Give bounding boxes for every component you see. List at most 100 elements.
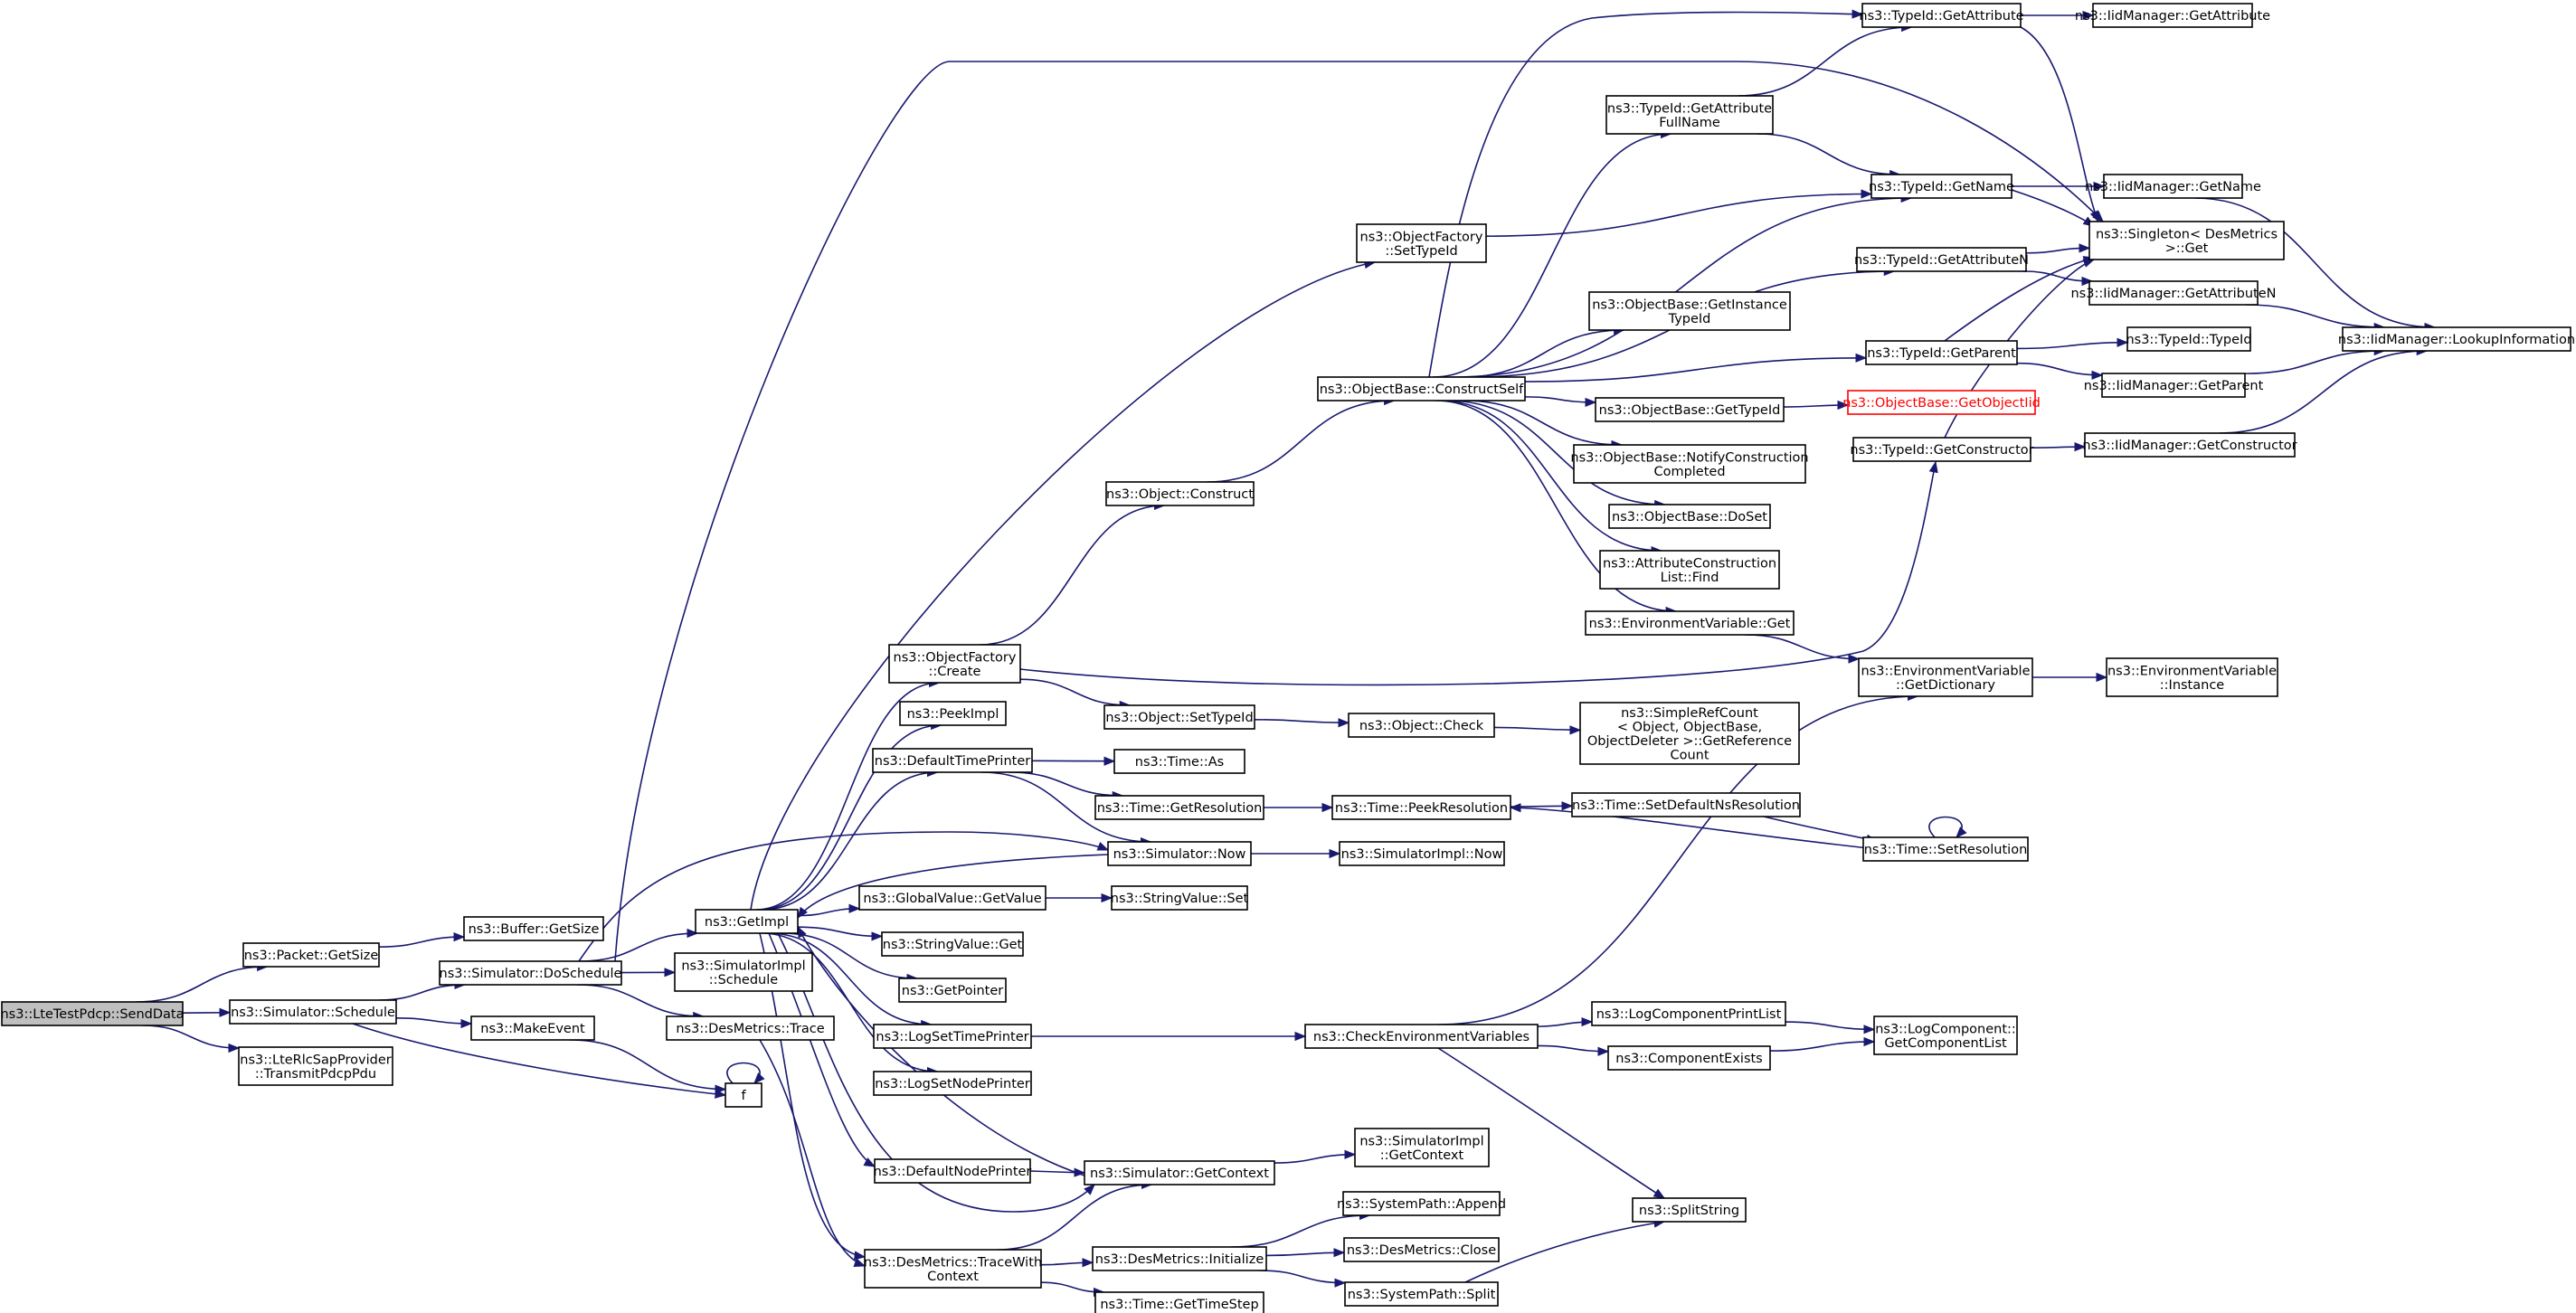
graph-node-n5[interactable]: ns3::MakeEvent (470, 1015, 595, 1041)
node-label: ns3::EnvironmentVariable (2107, 664, 2277, 678)
node-label: ns3::SimulatorImpl::Now (1341, 847, 1503, 862)
graph-node-n56[interactable]: ns3::ObjectBase::GetObjectIid (1842, 390, 2041, 415)
graph-node-n37[interactable]: ns3::SystemPath::Append (1337, 1191, 1506, 1216)
edge-n8-to-n15 (797, 926, 884, 941)
graph-node-n30[interactable]: ns3::Time::GetTimeStep (1094, 1291, 1264, 1313)
graph-node-n67[interactable]: ns3::IidManager::GetConstructor (2082, 432, 2297, 458)
graph-node-n15[interactable]: ns3::StringValue::Get (881, 931, 1024, 957)
graph-node-n1[interactable]: ns3::Packet::GetSize (242, 942, 380, 968)
graph-node-n58[interactable]: ns3::EnvironmentVariable::GetDictionary (1858, 657, 2033, 697)
node-label: ns3::ObjectBase::GetInstance (1592, 298, 1787, 312)
graph-node-n19[interactable]: ns3::DefaultNodePrinter (874, 1158, 1032, 1184)
graph-node-n27[interactable]: ns3::StringValue::Set (1111, 885, 1249, 911)
graph-node-n6[interactable]: ns3::LteRlcSapProvider::TransmitPdcpPdu (238, 1046, 393, 1086)
graph-node-n31[interactable]: ns3::ObjectBase::ConstructSelf (1317, 376, 1526, 401)
graph-node-n55[interactable]: ns3::TypeId::GetParent (1865, 340, 2018, 365)
node-box (439, 960, 622, 986)
graph-node-n63[interactable]: ns3::Singleton< DesMetrics>::Get (2088, 221, 2285, 260)
graph-node-n57[interactable]: ns3::TypeId::GetConstructor (1850, 437, 2034, 462)
node-label: TypeId (1668, 312, 1711, 326)
node-label: ns3::GetPointer (902, 984, 1004, 998)
node-box (1847, 390, 2036, 415)
graph-node-n65[interactable]: ns3::TypeId::TypeId (2126, 326, 2252, 352)
graph-node-n50[interactable]: ns3::ComponentExists (1607, 1045, 1771, 1071)
graph-node-n2[interactable]: ns3::Buffer::GetSize (463, 916, 604, 941)
graph-node-n12[interactable]: ns3::PeekImpl (899, 701, 1007, 726)
node-box (242, 942, 380, 968)
node-label: ns3::SimulatorImpl (1359, 1134, 1483, 1148)
graph-node-n59[interactable]: ns3::Time::SetResolution (1862, 836, 2029, 862)
node-label: ns3::DefaultNodePrinter (874, 1165, 1032, 1179)
graph-node-n8[interactable]: ns3::GetImpl (695, 909, 799, 934)
graph-node-n13[interactable]: ns3::DefaultTimePrinter (872, 748, 1033, 773)
node-box (1588, 291, 1791, 331)
node-label: ns3::AttributeConstruction (1603, 556, 1776, 571)
graph-node-n3[interactable]: ns3::Simulator::Schedule (229, 999, 397, 1025)
graph-node-n29[interactable]: ns3::DesMetrics::Initialize (1092, 1246, 1267, 1271)
graph-node-n44[interactable]: ns3::ObjectBase::DoSet (1608, 504, 1771, 529)
graph-node-n7[interactable]: f (724, 1082, 762, 1108)
graph-node-n43[interactable]: ns3::ObjectBase::NotifyConstructionCompl… (1570, 444, 1809, 484)
graph-node-n26[interactable]: ns3::Simulator::Now (1107, 841, 1252, 866)
graph-node-n60[interactable]: ns3::LogComponent::GetComponentList (1873, 1015, 2018, 1055)
node-label: ns3::Time::SetDefaultNsResolution (1572, 798, 1800, 813)
graph-node-n32[interactable]: ns3::Object::Check (1348, 713, 1495, 738)
node-label: ns3::ObjectBase::ConstructSelf (1320, 383, 1524, 397)
graph-node-n52[interactable]: ns3::TypeId::GetAttribute (1859, 3, 2024, 28)
graph-node-n21[interactable]: ns3::ObjectFactory::SetTypeId (1356, 223, 1487, 263)
graph-node-n34[interactable]: ns3::SimulatorImpl::Now (1339, 841, 1505, 866)
graph-node-n22[interactable]: ns3::Object::Construct (1105, 481, 1255, 506)
edge-n31-to-n52 (1428, 9, 1864, 378)
graph-node-n49[interactable]: ns3::LogComponentPrintList (1591, 1001, 1786, 1026)
graph-node-n46[interactable]: ns3::EnvironmentVariable::Get (1585, 610, 1795, 636)
edge-n31-to-n53 (1451, 193, 1913, 378)
graph-node-n54[interactable]: ns3::TypeId::GetAttributeN (1854, 247, 2029, 272)
graph-node-n33[interactable]: ns3::Time::PeekResolution (1331, 795, 1511, 820)
graph-node-n68[interactable]: ns3::EnvironmentVariable::Instance (2106, 657, 2278, 697)
graph-node-n61[interactable]: ns3::IidManager::GetAttribute (2075, 3, 2270, 28)
graph-node-n9[interactable]: ns3::SimulatorImpl::Schedule (674, 952, 813, 992)
edge-n8-to-n13 (762, 767, 939, 911)
graph-node-n42[interactable]: ns3::ObjectBase::GetTypeId (1595, 397, 1785, 422)
graph-node-n51[interactable]: ns3::SplitString (1632, 1197, 1747, 1223)
graph-node-n10[interactable]: ns3::DesMetrics::Trace (666, 1015, 835, 1041)
node-label: ns3::Time::GetResolution (1097, 801, 1263, 816)
node-label: ::Create (929, 665, 981, 679)
graph-node-n16[interactable]: ns3::GetPointer (898, 978, 1007, 1003)
graph-node-n0[interactable]: ns3::LteTestPdcp::SendData (0, 1001, 185, 1026)
node-label: ns3::Singleton< DesMetrics (2096, 227, 2278, 241)
node-label: ns3::Time::GetTimeStep (1100, 1298, 1258, 1312)
graph-node-n24[interactable]: ns3::Time::As (1113, 749, 1245, 774)
graph-node-n25[interactable]: ns3::Time::GetResolution (1094, 795, 1264, 820)
node-label: ns3::DesMetrics::TraceWith (864, 1255, 1042, 1270)
graph-node-n23[interactable]: ns3::Object::SetTypeId (1103, 704, 1255, 730)
node-label: Context (927, 1270, 979, 1284)
graph-node-n18[interactable]: ns3::LogSetNodePrinter (873, 1071, 1032, 1096)
edge-n50-to-n60 (1769, 1036, 1876, 1052)
node-label: ns3::ObjectFactory (894, 650, 1017, 665)
graph-node-n62[interactable]: ns3::IidManager::GetName (2085, 174, 2261, 199)
graph-node-n39[interactable]: ns3::SystemPath::Split (1344, 1281, 1499, 1307)
graph-node-n64[interactable]: ns3::IidManager::GetAttributeN (2070, 280, 2277, 306)
graph-node-n69[interactable]: ns3::IidManager::LookupInformation (2338, 326, 2575, 352)
edge-n29-to-n39 (1260, 1270, 1347, 1288)
graph-node-n4[interactable]: ns3::Simulator::DoSchedule (439, 960, 622, 986)
graph-node-n53[interactable]: ns3::TypeId::GetName (1869, 174, 2014, 199)
graph-node-n28[interactable]: ns3::Simulator::GetContext (1084, 1160, 1275, 1185)
node-box (470, 1015, 595, 1041)
graph-node-n36[interactable]: ns3::SimulatorImpl::GetContext (1354, 1128, 1490, 1167)
node-box (1094, 795, 1264, 820)
graph-node-n14[interactable]: ns3::GlobalValue::GetValue (858, 885, 1046, 911)
graph-node-n47[interactable]: ns3::SimpleRefCount< Object, ObjectBase,… (1579, 702, 1800, 765)
graph-node-n38[interactable]: ns3::DesMetrics::Close (1343, 1237, 1500, 1262)
graph-node-n35[interactable]: ns3::CheckEnvironmentVariables (1304, 1024, 1539, 1049)
graph-node-n66[interactable]: ns3::IidManager::GetParent (2084, 373, 2264, 398)
graph-node-n17[interactable]: ns3::LogSetTimePrinter (873, 1024, 1032, 1049)
node-label: ns3::TypeId::GetAttribute (1859, 9, 2023, 24)
graph-node-n11[interactable]: ns3::ObjectFactory::Create (888, 644, 1021, 684)
graph-node-n48[interactable]: ns3::Time::SetDefaultNsResolution (1571, 792, 1801, 817)
